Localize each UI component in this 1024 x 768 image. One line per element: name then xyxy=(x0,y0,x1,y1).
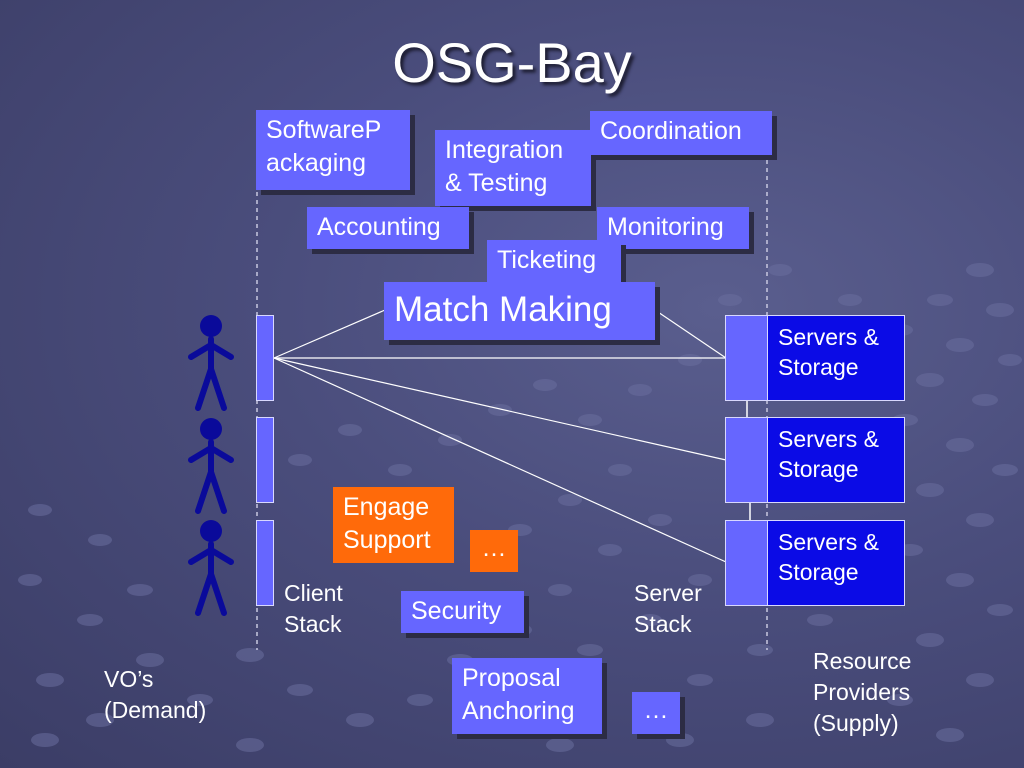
server-stack-stub xyxy=(725,520,768,606)
client-stack-stub xyxy=(256,315,274,401)
person-icon xyxy=(188,315,234,411)
server-stack-stub xyxy=(725,417,768,503)
client-stack-stub xyxy=(256,417,274,503)
monitoring-box: Monitoring xyxy=(597,207,749,249)
person-icon xyxy=(188,418,234,514)
servers-storage-box: Servers & Storage xyxy=(767,417,905,503)
slide-title: OSG-Bay xyxy=(392,31,632,94)
accounting-box: Accounting xyxy=(307,207,469,249)
client-stack-label: Client Stack xyxy=(284,580,343,637)
coordination-box: Coordination xyxy=(590,111,772,155)
server-stack-label: Server Stack xyxy=(634,580,702,637)
ellipsis-box: … xyxy=(470,530,518,572)
servers-storage-box: Servers & Storage xyxy=(767,520,905,606)
security-box: Security xyxy=(401,591,524,633)
integration-testing-box: Integration & Testing xyxy=(435,130,591,206)
vos-demand-label: VO’s (Demand) xyxy=(104,666,207,723)
ticketing-box: Ticketing xyxy=(487,240,621,284)
servers-storage-box: Servers & Storage xyxy=(767,315,905,401)
person-icon xyxy=(188,520,234,616)
client-stack-stub xyxy=(256,520,274,606)
software-packaging-box: SoftwareP ackaging xyxy=(256,110,410,190)
resource-providers-label: Resource Providers (Supply) xyxy=(813,648,912,736)
proposal-anchoring-box: Proposal Anchoring xyxy=(452,658,602,734)
ellipsis-box: … xyxy=(632,692,680,734)
match-making-box: Match Making xyxy=(384,282,655,340)
server-stack-stub xyxy=(725,315,768,401)
engage-support-box: Engage Support xyxy=(333,487,454,563)
